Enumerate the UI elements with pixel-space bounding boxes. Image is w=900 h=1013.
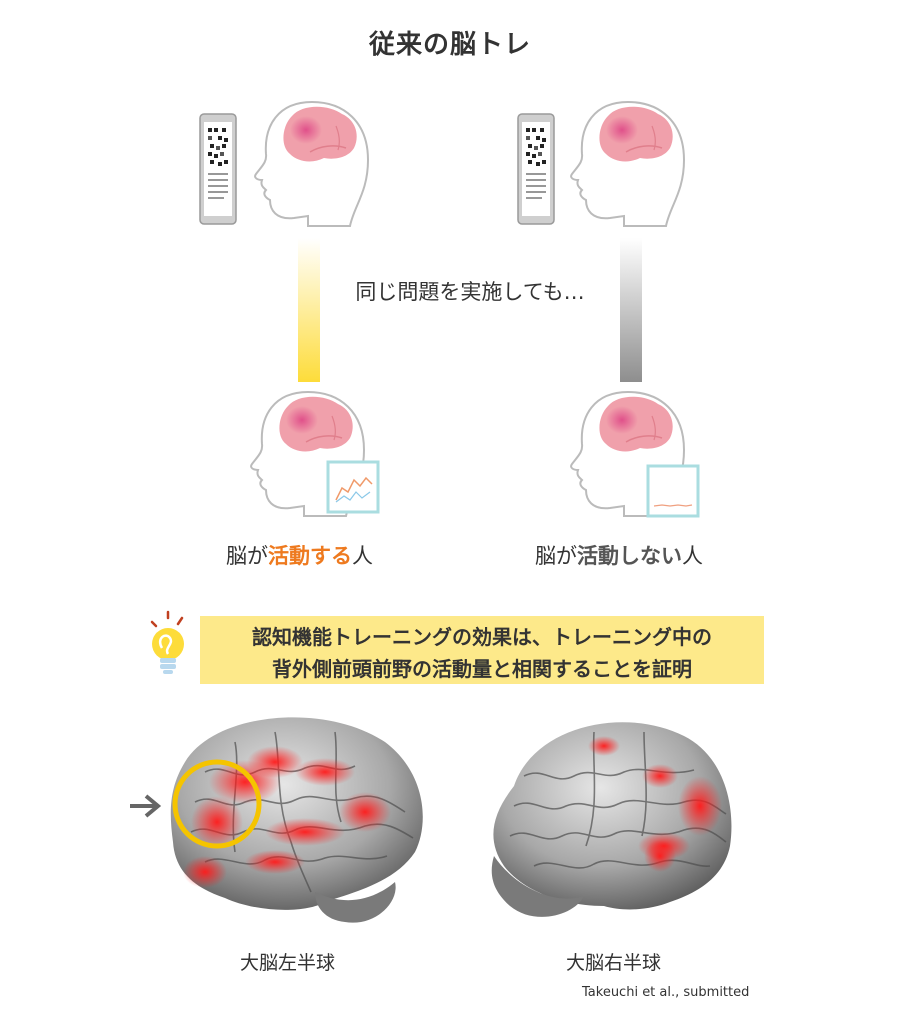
left-hemisphere-image (170, 717, 423, 923)
tablet-left (199, 113, 237, 225)
arrow-right-icon (130, 794, 162, 818)
page-title: 従来の脳トレ (368, 30, 531, 60)
yellow-bar (298, 238, 320, 382)
left-hemisphere-label: 大脳左半球 (240, 952, 336, 974)
finding-callout: 認知機能トレーニングの効果は、トレーニング中の 背外側前頭前野の活動量と相関する… (200, 616, 764, 684)
gray-bar (620, 238, 642, 382)
right-hemisphere-image (491, 722, 732, 917)
head-left-bottom (250, 391, 380, 517)
right-hemisphere-label: 大脳右半球 (566, 952, 662, 974)
head-right-top (570, 101, 685, 227)
callout-line-1: 認知機能トレーニングの効果は、トレーニング中の (252, 625, 712, 649)
flat-graph-icon (646, 464, 700, 518)
label-active-person: 脳が活動する人 (226, 544, 373, 568)
citation: Takeuchi et al., submitted (582, 985, 750, 1000)
head-right-bottom (570, 391, 700, 518)
label-inactive-person: 脳が活動しない人 (535, 544, 703, 568)
tablet-right (517, 113, 555, 225)
caption-same-problem: 同じ問題を実施しても… (355, 280, 585, 304)
lightbulb-icon (150, 610, 184, 674)
active-graph-icon (326, 460, 380, 514)
callout-line-2: 背外側前頭前野の活動量と相関することを証明 (272, 657, 692, 681)
head-left-top (254, 101, 369, 227)
